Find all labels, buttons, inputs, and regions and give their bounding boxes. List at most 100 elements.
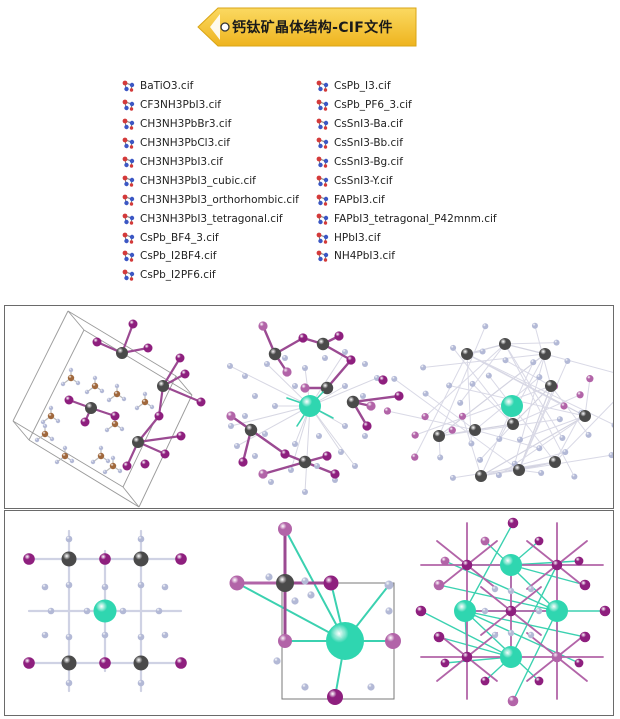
cif-file-item[interactable]: FAPbI3_tetragonal_P42mnm.cif: [316, 209, 497, 228]
iodine-atom: [322, 451, 332, 461]
bond-line: [472, 383, 514, 425]
bond-line: [488, 375, 556, 463]
hydrogen-atom: [119, 426, 125, 432]
cif-file-item[interactable]: CsSnI3-Bb.cif: [316, 134, 497, 153]
iodine-atom: [576, 391, 584, 399]
hydrogen-atom: [252, 453, 258, 459]
bond-line: [466, 656, 498, 682]
hydrogen-atom: [65, 633, 73, 641]
cif-file-item[interactable]: CsSnI3-Ba.cif: [316, 115, 497, 134]
iodine-atom: [176, 431, 186, 441]
cif-file-name: FAPbI3.cif: [334, 193, 385, 206]
cif-file-item[interactable]: CsSnI3-Y.cif: [316, 171, 497, 190]
hydrogen-atom: [491, 585, 499, 593]
cif-file-item[interactable]: BaTiO3.cif: [122, 77, 299, 96]
bond-line: [438, 636, 512, 658]
iodine-atom: [461, 559, 473, 571]
bond-line: [556, 656, 588, 682]
hydrogen-atom: [54, 459, 60, 465]
iodine-atom: [258, 321, 268, 331]
cif-molecule-icon: [316, 156, 329, 168]
cif-file-item[interactable]: CH3NH3PbBr3.cif: [122, 115, 299, 134]
iodine-atom: [23, 657, 35, 669]
lead-atom: [298, 455, 312, 469]
cif-molecule-icon: [316, 99, 329, 112]
cif-molecule-icon: [122, 137, 135, 149]
iodine-atom: [383, 407, 392, 415]
bond-line: [230, 405, 311, 427]
cif-file-name: CH3NH3PbI3_tetragonal.cif: [140, 212, 283, 225]
bond-line: [518, 385, 552, 471]
hydrogen-atom: [155, 607, 163, 615]
cif-file-item[interactable]: CsPb_I2BF4.cif: [122, 247, 299, 266]
cif-molecule-icon: [316, 232, 329, 244]
cif-file-item[interactable]: CH3NH3PbCl3.cif: [122, 134, 299, 153]
hydrogen-atom: [137, 581, 145, 589]
bond-line: [309, 405, 356, 467]
lead-atom: [539, 348, 551, 360]
iodine-atom: [175, 553, 187, 565]
hydrogen-atom: [507, 587, 515, 595]
hydrogen-atom: [60, 381, 66, 387]
bond-line: [136, 434, 183, 444]
iodine-atom: [448, 426, 456, 434]
iodine-atom: [507, 517, 519, 529]
hydrogen-atom: [69, 458, 75, 464]
cif-file-item[interactable]: CH3NH3PbI3_orthorhombic.cif: [122, 190, 299, 209]
cif-file-item[interactable]: NH4PbI3.cif: [316, 247, 497, 266]
lead-atom: [469, 424, 481, 436]
bond-line: [464, 610, 540, 682]
iodine-atom: [280, 449, 290, 459]
lead-atom: [85, 402, 97, 414]
hydrogen-atom: [302, 489, 308, 495]
iodine-atom: [278, 522, 292, 536]
cif-file-item[interactable]: CsSnI3-Bg.cif: [316, 153, 497, 172]
cif-file-item[interactable]: CsPb_BF4_3.cif: [122, 228, 299, 247]
bond-line: [504, 343, 575, 478]
lead-atom: [61, 551, 77, 567]
hydrogen-atom: [556, 416, 563, 423]
cif-file-item[interactable]: CH3NH3PbI3.cif: [122, 153, 299, 172]
circle-bullet-icon: [220, 22, 230, 32]
cif-file-name: CsPb_PF6_3.cif: [334, 99, 412, 112]
hydrogen-atom: [564, 357, 571, 364]
cif-molecule-icon: [316, 137, 329, 149]
lead-atom: [116, 347, 128, 359]
lead-atom: [157, 380, 169, 392]
lead-atom: [549, 456, 561, 468]
bond-line: [512, 385, 552, 425]
hydrogen-atom: [292, 383, 298, 389]
bond-line: [504, 343, 546, 355]
cif-file-item[interactable]: CsPb_I2PF6.cif: [122, 266, 299, 285]
iodine-atom: [411, 453, 419, 461]
cif-file-item[interactable]: CH3NH3PbI3_tetragonal.cif: [122, 209, 299, 228]
hydrogen-atom: [102, 469, 108, 475]
iodine-atom: [362, 421, 372, 431]
hydrogen-atom: [611, 422, 613, 428]
bond-line: [466, 540, 498, 566]
iodine-atom: [154, 411, 164, 421]
cif-file-item[interactable]: CsPb_I3.cif: [316, 77, 497, 96]
iodine-atom: [110, 411, 120, 421]
unit-cell-edge: [28, 439, 140, 508]
iodine-atom: [507, 695, 519, 707]
lead-atom: [461, 348, 473, 360]
cif-file-item[interactable]: CH3NH3PbI3_cubic.cif: [122, 171, 299, 190]
cif-file-item[interactable]: HPbI3.cif: [316, 228, 497, 247]
cif-molecule-icon: [316, 175, 329, 187]
cif-file-item[interactable]: FAPbI3.cif: [316, 190, 497, 209]
cif-file-item[interactable]: CF3NH3PbI3.cif: [122, 96, 299, 115]
bond-line: [393, 378, 520, 471]
carbon-atom: [67, 374, 75, 382]
cif-file-name: BaTiO3.cif: [140, 80, 194, 93]
iodine-atom: [258, 469, 268, 479]
cesium-atom: [454, 600, 476, 622]
iodine-atom: [534, 536, 544, 546]
cif-file-item[interactable]: CsPb_PF6_3.cif: [316, 96, 497, 115]
cif-molecule-icon: [122, 81, 135, 93]
iodine-atom: [480, 676, 490, 686]
hydrogen-atom: [40, 419, 46, 425]
iodine-atom: [99, 553, 111, 565]
hydrogen-atom: [477, 456, 484, 463]
iodine-atom: [298, 333, 308, 343]
